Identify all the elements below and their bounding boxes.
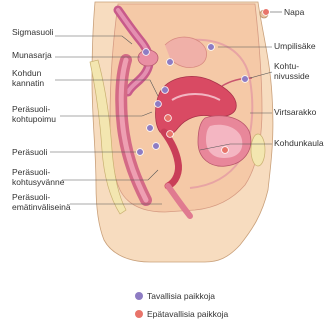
- spot-atypical: [263, 9, 270, 16]
- legend-atypical-dot: [135, 310, 143, 318]
- spot-typical: [242, 76, 249, 83]
- spot-typical: [155, 101, 162, 108]
- label-kohdun-kannatin-line2: kannatin: [12, 79, 44, 89]
- legend-typical-label: Tavallisia paikkoja: [147, 291, 215, 301]
- label-kohtu-nivusside: Kohtu- nivusside: [274, 62, 309, 81]
- label-umpilisake: Umpilisäke: [274, 42, 316, 52]
- label-perasuoli-ematinvaliseina-line2: emätinväliseinä: [12, 203, 71, 213]
- label-perasuoli-ematinvaliseina: Peräsuoli- emätinväliseinä: [12, 193, 71, 212]
- pubic-bone: [251, 134, 265, 166]
- label-perasuoli-kohtupoimu-line2: kohtupoimu: [12, 115, 56, 125]
- legend-typical-dot: [135, 292, 143, 300]
- spot-typical: [208, 44, 215, 51]
- label-napa: Napa: [284, 8, 304, 18]
- spot-typical: [167, 59, 174, 66]
- label-munasarja: Munasarja: [12, 51, 52, 61]
- spot-atypical: [222, 147, 229, 154]
- spot-typical: [147, 125, 154, 132]
- label-perasuoli-kohtusyvanne: Peräsuoli- kohtusyvänne: [12, 168, 64, 187]
- spot-atypical: [165, 115, 172, 122]
- spot-atypical: [167, 131, 174, 138]
- label-kohdun-kannatin: Kohdun kannatin: [12, 69, 44, 88]
- label-perasuoli-kohtusyvanne-line2: kohtusyvänne: [12, 178, 64, 188]
- label-sigmasuoli: Sigmasuoli: [12, 28, 54, 38]
- spot-typical: [162, 87, 169, 94]
- label-perasuoli: Peräsuoli: [12, 148, 47, 158]
- spot-typical: [137, 149, 144, 156]
- label-kohtu-nivusside-line2: nivusside: [274, 72, 309, 82]
- spot-typical: [153, 143, 160, 150]
- legend-atypical-label: Epätavallisia paikkoja: [147, 309, 228, 319]
- label-perasuoli-kohtupoimu: Peräsuoli- kohtupoimu: [12, 105, 56, 124]
- spot-typical: [143, 49, 150, 56]
- label-kohdunkaula: Kohdunkaula: [274, 139, 324, 149]
- label-virtsarakko: Virtsarakko: [274, 108, 316, 118]
